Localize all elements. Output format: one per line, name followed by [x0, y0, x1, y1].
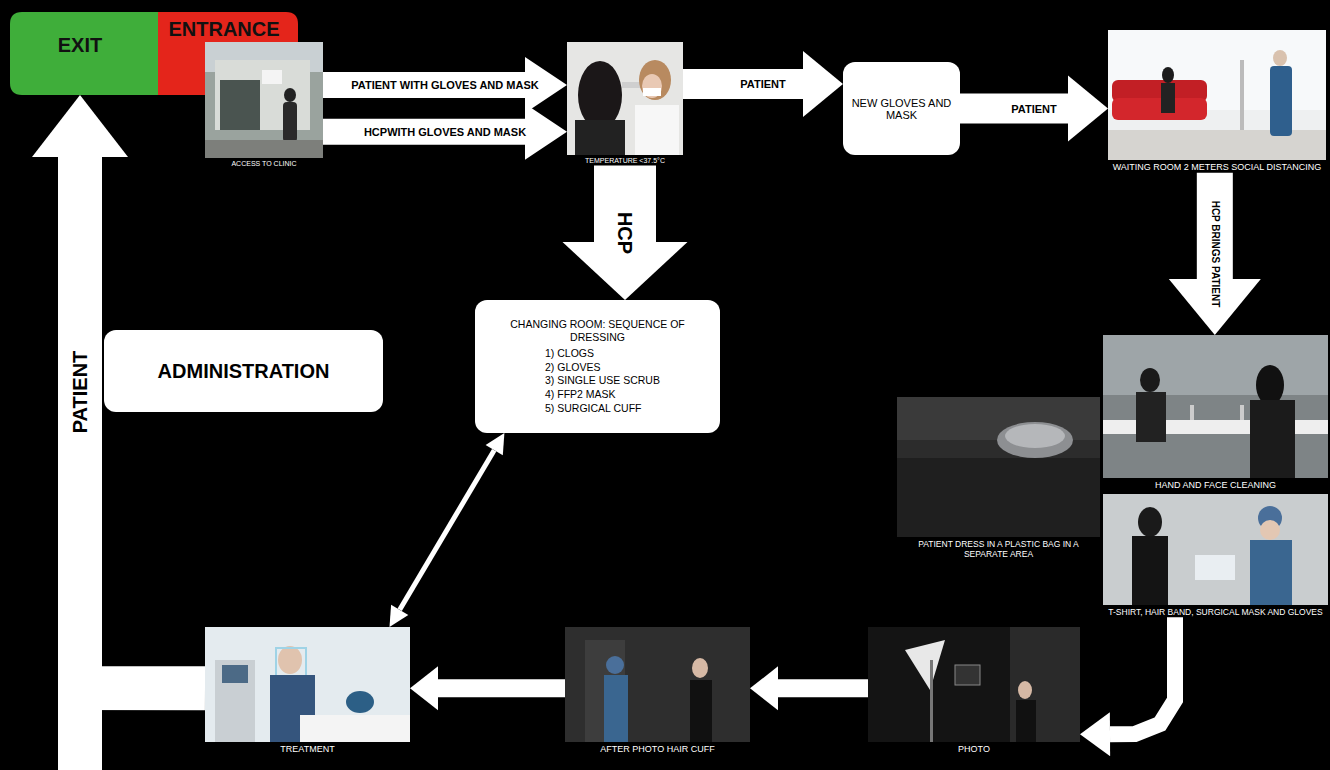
hair-cuff-photo: [565, 627, 750, 742]
photo-step: HAND AND FACE CLEANING: [1103, 335, 1328, 491]
photo-frame: [565, 627, 750, 742]
exit-zone-fill: [10, 12, 160, 95]
list-item: 2) GLOVES: [483, 361, 712, 375]
flow-arrow: [683, 51, 843, 117]
photo-frame: [205, 627, 410, 742]
process-box: NEW GLOVES AND MASK: [843, 62, 960, 155]
photo-step: PATIENT DRESS IN A PLASTIC BAG IN A SEPA…: [897, 397, 1100, 559]
flow-arrow: [323, 57, 567, 113]
flow-arrow: [323, 104, 567, 160]
dress-bag-photo: [897, 397, 1100, 537]
process-box: ADMINISTRATION: [104, 330, 383, 412]
photo-caption: PATIENT DRESS IN A PLASTIC BAG IN A SEPA…: [897, 539, 1100, 559]
photo-frame: [868, 627, 1080, 742]
arrow-label: PATIENT: [1009, 102, 1058, 115]
arrow-label: HCP BRINGS PATIENT: [1209, 199, 1221, 310]
access-photo: [205, 42, 323, 158]
photo-frame: [1103, 494, 1328, 605]
waiting-room-photo: [1108, 30, 1326, 160]
photo-caption: TREATMENT: [205, 744, 410, 755]
photo-caption: WAITING ROOM 2 METERS SOCIAL DISTANCING: [1108, 162, 1326, 173]
list-item: 1) CLOGS: [483, 347, 712, 361]
hand-cleaning-photo: [1103, 335, 1328, 478]
photo-studio-photo: [868, 627, 1080, 742]
flow-arrow: [563, 165, 688, 300]
flow-arrow: [390, 433, 505, 627]
photo-frame: [1108, 30, 1326, 160]
photo-caption: TEMPERATURE <37.5°C: [567, 157, 683, 165]
list-item: 5) SURGICAL CUFF: [483, 402, 712, 416]
entrance-zone: ENTRANCE: [150, 12, 298, 95]
box-text: EXIT: [10, 34, 150, 56]
box-text: CHANGING ROOM: SEQUENCE OF DRESSING: [483, 318, 712, 345]
photo-step: TREATMENT: [205, 627, 410, 755]
arrow-label: HCPWITH GLOVES AND MASK: [362, 125, 528, 138]
treatment-photo: [205, 627, 410, 742]
checklist-box: CHANGING ROOM: SEQUENCE OF DRESSING 1) CL…: [475, 300, 720, 433]
photo-frame: [1103, 335, 1328, 478]
box-text: ADMINISTRATION: [158, 360, 330, 383]
flow-arrow: [1080, 617, 1175, 756]
photo-caption: PHOTO: [868, 744, 1080, 755]
flow-arrow: [960, 76, 1108, 142]
arrow-label: PATIENT: [738, 77, 787, 90]
photo-frame: [897, 397, 1100, 537]
flow-arrow: [750, 666, 868, 710]
box-text: ENTRANCE: [150, 18, 298, 40]
photo-step: TEMPERATURE <37.5°C: [567, 42, 683, 165]
arrow-label: HCP: [614, 210, 636, 256]
tshirt-photo: [1103, 494, 1328, 605]
photo-frame: [205, 42, 323, 158]
photo-step: T-SHIRT, HAIR BAND, SURGICAL MASK AND GL…: [1103, 494, 1328, 617]
flow-arrow: [410, 666, 565, 710]
photo-caption: ACCESS TO CLINIC: [205, 160, 323, 168]
flow-arrow: [1169, 173, 1261, 335]
arrow-label: PATIENT: [69, 348, 91, 435]
temperature-photo: [567, 42, 683, 155]
photo-step: WAITING ROOM 2 METERS SOCIAL DISTANCING: [1108, 30, 1326, 173]
photo-step: PHOTO: [868, 627, 1080, 755]
photo-step: ACCESS TO CLINIC: [205, 42, 323, 168]
box-text: NEW GLOVES AND MASK: [851, 97, 952, 121]
photo-caption: HAND AND FACE CLEANING: [1103, 480, 1328, 491]
photo-frame: [567, 42, 683, 155]
photo-caption: AFTER PHOTO HAIR CUFF: [565, 744, 750, 755]
arrow-label: PATIENT WITH GLOVES AND MASK: [349, 78, 540, 91]
exit-zone: EXIT: [10, 12, 150, 95]
photo-step: AFTER PHOTO HAIR CUFF: [565, 627, 750, 755]
photo-caption: T-SHIRT, HAIR BAND, SURGICAL MASK AND GL…: [1103, 607, 1328, 617]
list-item: 3) SINGLE USE SCRUB: [483, 374, 712, 388]
list-item: 4) FFP2 MASK: [483, 388, 712, 402]
